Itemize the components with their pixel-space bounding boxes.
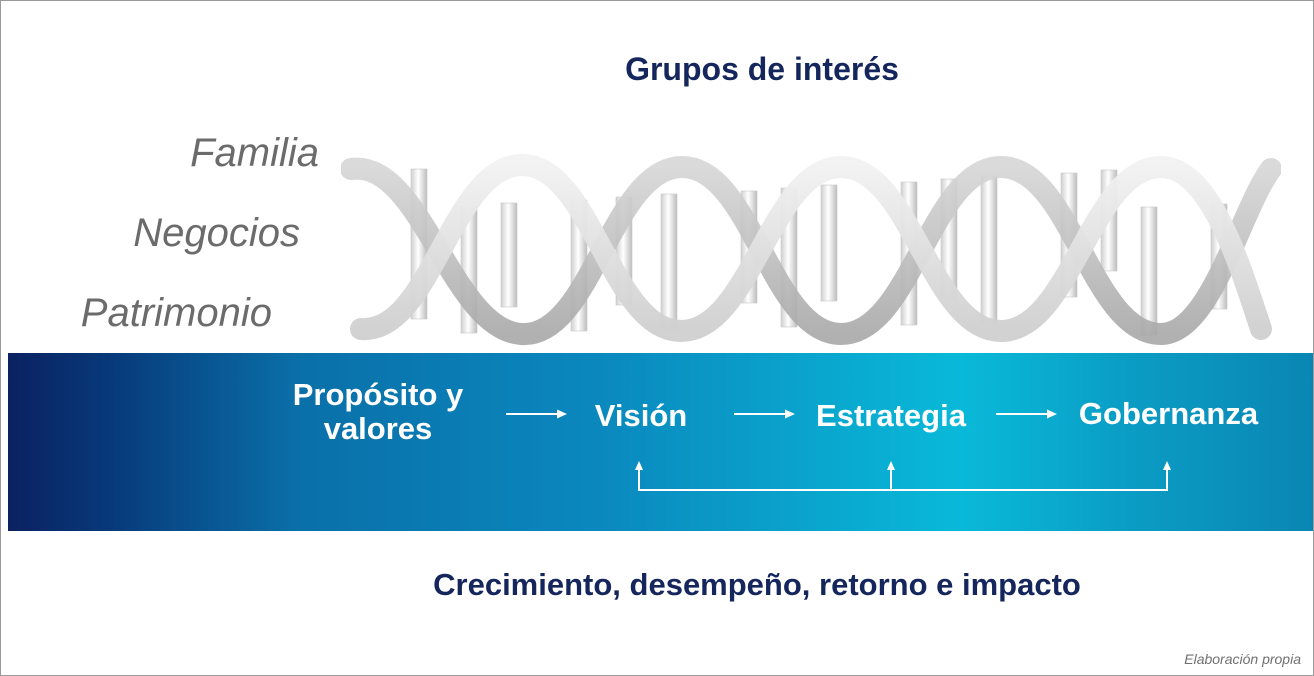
dna-rung: [980, 175, 998, 324]
dna-rung: [1140, 206, 1158, 336]
top-title: Grupos de interés: [625, 51, 899, 87]
label-familia: Familia: [190, 131, 319, 175]
dna-helix-graphic: [341, 153, 1281, 346]
dna-rung: [500, 202, 518, 308]
process-band: [8, 353, 1313, 531]
source-note: Elaboración propia: [1184, 651, 1301, 667]
stage-proposito-valores: Propósito y valores: [292, 377, 464, 446]
stage-vision: Visión: [594, 398, 688, 433]
stage-estrategia: Estrategia: [816, 398, 966, 433]
label-negocios: Negocios: [133, 211, 300, 255]
stage-gobernanza: Gobernanza: [1078, 396, 1259, 431]
dna-rung: [820, 184, 838, 302]
label-patrimonio: Patrimonio: [80, 291, 272, 335]
bottom-title: Crecimiento, desempeño, retorno e impact…: [433, 567, 1081, 602]
dna-rung: [660, 193, 678, 330]
